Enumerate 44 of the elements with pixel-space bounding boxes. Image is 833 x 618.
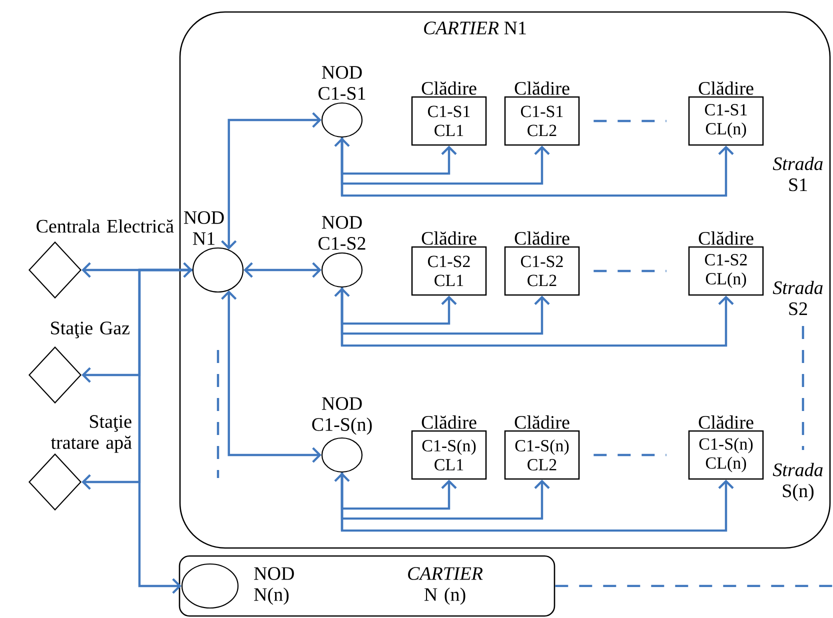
building-box: Clădire C1-S1 CL1 bbox=[411, 81, 487, 146]
arrow bbox=[334, 288, 350, 346]
node-label: Clădire bbox=[698, 81, 754, 95]
node-label: Clădire bbox=[514, 415, 570, 429]
node-label: Clădire bbox=[698, 415, 754, 429]
arrow bbox=[221, 290, 322, 463]
dashed-line bbox=[594, 120, 666, 122]
arrow bbox=[334, 472, 350, 531]
node-label: Clădire bbox=[422, 81, 476, 95]
arrow bbox=[82, 262, 192, 278]
dashed-line bbox=[555, 584, 833, 588]
arrow bbox=[244, 262, 322, 278]
building-box: Clădire C1-S(n) CL(n) bbox=[688, 415, 764, 480]
building-box: Clădire C1-S2 CL(n) bbox=[688, 231, 764, 296]
node-label: NOD C1-S2 bbox=[318, 216, 366, 250]
node-label: NOD N(n) bbox=[254, 567, 294, 605]
building-box: Clădire C1-S2 CL2 bbox=[504, 231, 580, 296]
arrow bbox=[221, 112, 322, 250]
node-label: Staţie Gaz bbox=[51, 322, 130, 338]
building-box: Clădire C1-S(n) CL2 bbox=[504, 415, 580, 480]
node-label: NOD C1-S(n) bbox=[312, 397, 372, 435]
node-label: Clădire bbox=[422, 231, 476, 245]
arrow bbox=[138, 268, 192, 594]
arrow bbox=[340, 288, 734, 347]
node-label: Centrala Electrică bbox=[36, 219, 174, 233]
node-label: Clădire bbox=[698, 231, 754, 245]
node-label: Clădire bbox=[514, 231, 570, 245]
node-label: NOD C1-S1 bbox=[318, 66, 366, 100]
node-label: Clădire bbox=[422, 415, 476, 429]
street-label: Strada S2 bbox=[772, 280, 823, 316]
dashed-line bbox=[594, 270, 666, 272]
node-label: Staţie tratare apă bbox=[50, 415, 132, 453]
arrow bbox=[340, 472, 734, 532]
node-label: Clădire bbox=[514, 81, 570, 95]
building-box: Clădire C1-S1 CL(n) bbox=[688, 81, 764, 146]
arrow bbox=[334, 138, 350, 196]
node-label: NOD N1 bbox=[184, 211, 224, 245]
building-box: Clădire C1-S2 CL1 bbox=[411, 231, 487, 296]
building-box: Clădire C1-S1 CL2 bbox=[504, 81, 580, 146]
arrow bbox=[340, 138, 734, 197]
building-box: Clădire C1-S(n) CL1 bbox=[411, 415, 487, 480]
street-label: Strada S(n) bbox=[772, 462, 823, 502]
street-label: Strada S1 bbox=[772, 156, 823, 192]
dashed-line bbox=[594, 454, 666, 456]
